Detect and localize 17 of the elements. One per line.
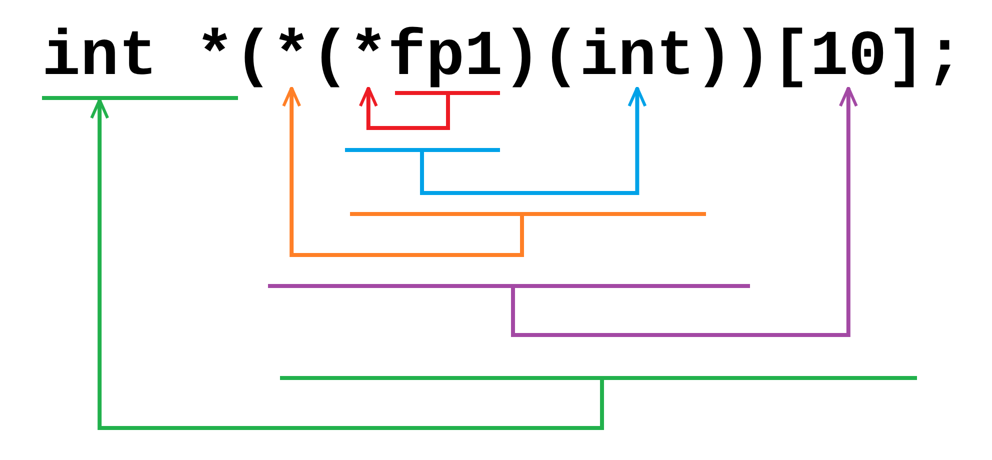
code-token: (int) (541, 22, 734, 86)
arrow (90, 98, 604, 430)
code-token: ) (733, 22, 772, 86)
code-token: ; (925, 22, 964, 86)
code-token: * (349, 22, 388, 86)
arrow (420, 86, 647, 195)
code-token: * (272, 22, 311, 86)
arrow (282, 86, 524, 257)
code-token: int (42, 22, 158, 86)
code-token: ( (310, 22, 350, 86)
code-token: [10] (772, 22, 926, 86)
arrow (358, 86, 450, 130)
code-token: ) (502, 22, 542, 86)
arrow (511, 86, 858, 337)
code-token: ( (234, 22, 272, 86)
code-token: * (196, 22, 234, 86)
code-token: fp1 (388, 22, 503, 86)
